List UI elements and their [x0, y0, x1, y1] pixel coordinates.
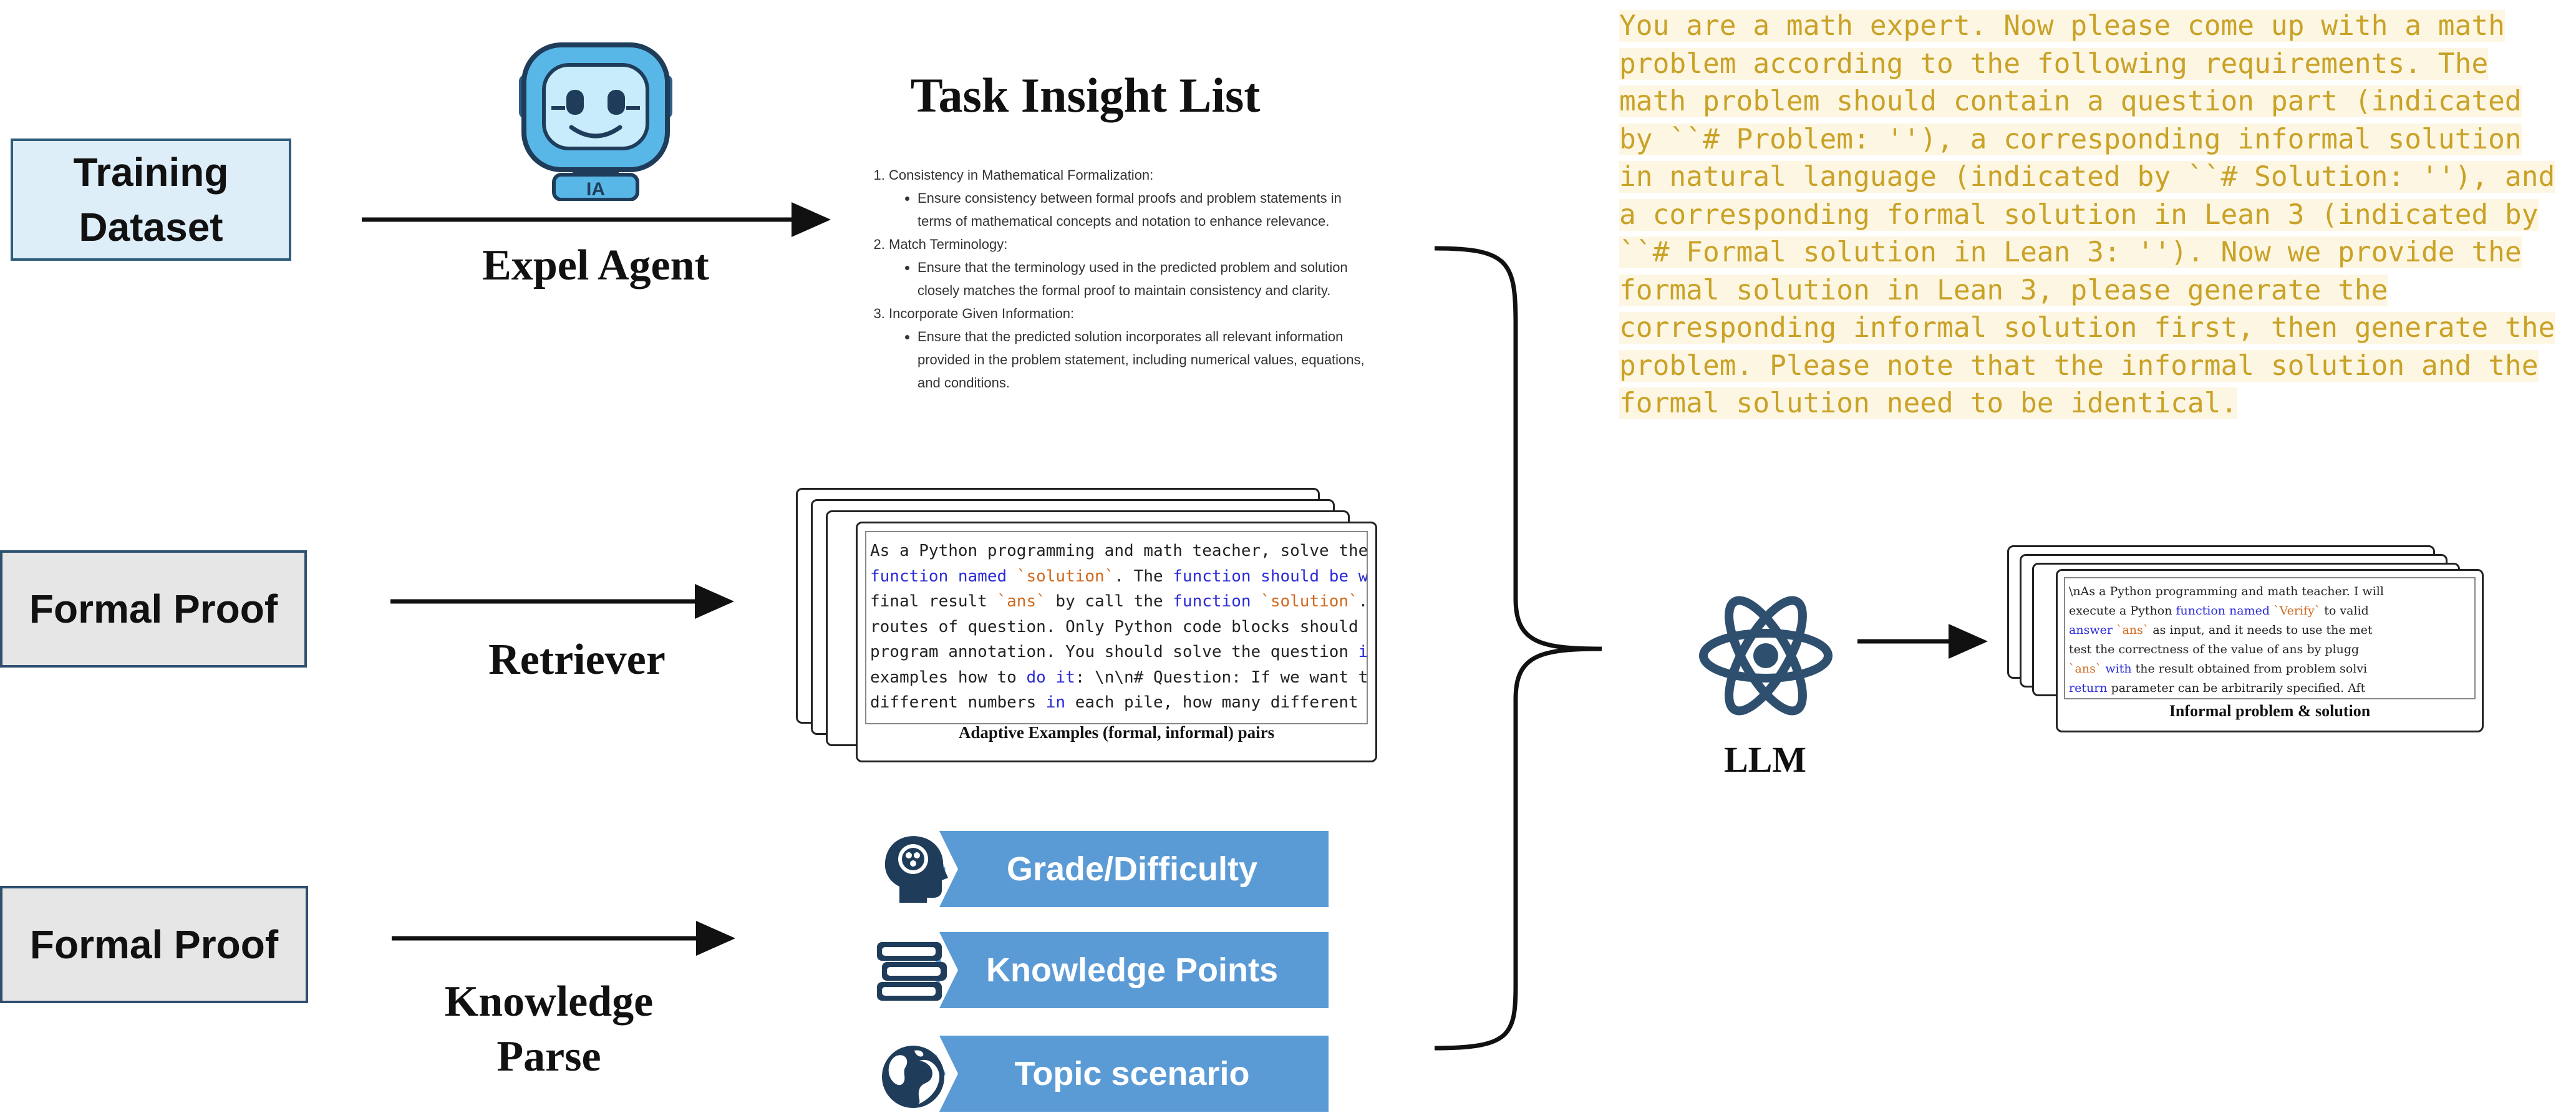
prompt-template-text: You are a math expert. Now please come u…	[1619, 10, 2555, 419]
knowledge-icon-tabs	[927, 831, 973, 1112]
retriever-label: Retriever	[488, 636, 666, 684]
insight-detail: Ensure that the terminology used in the …	[918, 256, 1375, 302]
code-line: function named `solution`. The function …	[870, 566, 1368, 586]
output-card-front: \nAs a Python programming and math teach…	[2056, 569, 2484, 732]
svg-text:IA: IA	[586, 179, 605, 200]
code-line: `ans` with the result obtained from prob…	[2069, 662, 2368, 676]
insight-item: Consistency in Mathematical Formalizatio…	[889, 163, 1375, 233]
example-card-front: As a Python programming and math teacher…	[856, 522, 1377, 762]
training-dataset-box: Training Dataset	[11, 139, 291, 261]
globe-icon	[882, 1046, 944, 1108]
robot-icon: IA	[519, 42, 672, 201]
output-code-block: \nAs a Python programming and math teach…	[2064, 577, 2476, 699]
output-caption: Informal problem & solution	[2169, 702, 2371, 720]
example-code-block: As a Python programming and math teacher…	[865, 531, 1368, 724]
code-line: execute a Python function named `Verify`…	[2069, 604, 2369, 618]
code-line: different numbers in each pile, how many…	[870, 693, 1358, 712]
code-line: As a Python programming and math teacher…	[870, 542, 1368, 560]
insight-detail: Ensure that the predicted solution incor…	[918, 325, 1375, 394]
knowledge-parse-label: Knowledge Parse	[444, 978, 654, 1081]
code-line: answer `ans` as input, and it needs to u…	[2069, 623, 2373, 637]
insight-item: Incorporate Given Information: Ensure th…	[889, 302, 1375, 394]
formal-proof-box-2: Formal Proof	[0, 886, 308, 1003]
examples-caption: Adaptive Examples (formal, informal) pai…	[958, 723, 1275, 742]
grade-difficulty-bar: Grade/Difficulty	[936, 831, 1329, 907]
knowledge-points-bar: Knowledge Points	[936, 932, 1329, 1008]
atom-icon	[1699, 596, 1833, 716]
insight-list: Consistency in Mathematical Formalizatio…	[870, 163, 1375, 394]
code-line: test the correctness of the value of ans…	[2069, 643, 2360, 656]
insight-list-title: Task Insight List	[910, 68, 1261, 122]
code-line: examples how to do it: \n\n# Question: I…	[870, 668, 1368, 687]
brain-head-icon	[884, 836, 948, 903]
insight-detail: Ensure consistency between formal proofs…	[918, 187, 1375, 233]
code-line: routes of question. Only Python code blo…	[870, 617, 1368, 636]
merge-bracket	[1434, 246, 1602, 1051]
code-line: \nAs a Python programming and math teach…	[2069, 585, 2384, 598]
llm-label: LLM	[1723, 739, 1807, 780]
code-line: program annotation. You should solve the…	[870, 643, 1368, 661]
books-icon	[877, 942, 947, 1001]
formal-proof-box-1: Formal Proof	[0, 550, 307, 668]
topic-scenario-bar: Topic scenario	[936, 1036, 1329, 1112]
code-line: final result `ans` by call the function …	[870, 592, 1368, 611]
insight-item: Match Terminology: Ensure that the termi…	[889, 233, 1375, 302]
code-line: return parameter can be arbitrarily spec…	[2069, 681, 2366, 695]
expel-agent-label: Expel Agent	[482, 241, 709, 289]
